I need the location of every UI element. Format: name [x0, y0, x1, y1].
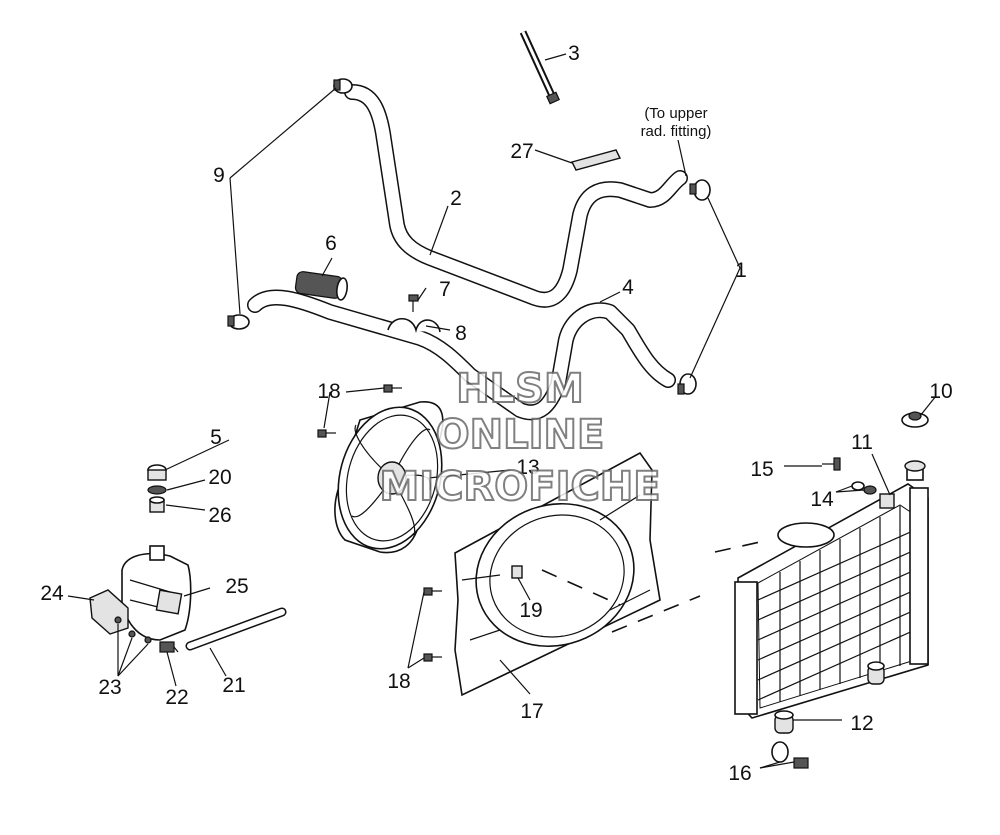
- part-23-screws: [114, 616, 152, 644]
- part-7-screw: [408, 294, 419, 312]
- part-2-upper-hose: [344, 84, 688, 308]
- part-15-screw: [822, 457, 841, 471]
- callout-11: 11: [851, 431, 873, 454]
- part-22-fitting: [159, 641, 179, 653]
- callout-22: 22: [165, 686, 188, 709]
- callout-14: 14: [810, 488, 834, 511]
- part-3-bolt: [519, 30, 560, 105]
- callout-7: 7: [439, 278, 451, 301]
- leader-lines: [67, 53, 937, 769]
- callout-3: 3: [568, 42, 580, 65]
- callout-4: 4: [622, 276, 634, 299]
- callout-10: 10: [929, 380, 952, 403]
- alignment-line-mid: [714, 541, 761, 553]
- part-1-clamps: [677, 179, 711, 395]
- callout-27: 27: [510, 140, 533, 163]
- upper-fitting-note: (To upper rad. fitting): [641, 105, 712, 140]
- callout-2: 2: [450, 187, 462, 210]
- callout-13: 13: [516, 456, 539, 479]
- part-11-radiator: [734, 483, 929, 719]
- note-line-2: rad. fitting): [641, 123, 712, 140]
- part-9-clamps: [227, 78, 353, 330]
- callout-23: 23: [98, 676, 121, 699]
- part-18-bolts-lower: [423, 587, 442, 662]
- watermark-line-3: MICROFICHE: [379, 464, 660, 510]
- alignment-line-upper: [541, 569, 621, 606]
- callout-1: 1: [735, 259, 747, 282]
- callout-26: 26: [208, 504, 231, 527]
- radiator-fins: [757, 506, 916, 702]
- alignment-line-lower: [611, 595, 701, 633]
- callout-6: 6: [325, 232, 337, 255]
- callout-5: 5: [210, 426, 222, 449]
- callout-19: 19: [519, 599, 542, 622]
- part-21-tube: [185, 607, 287, 651]
- callout-25: 25: [225, 575, 248, 598]
- part-4-lower-hose: [247, 289, 676, 421]
- part-20-gasket: [147, 485, 167, 495]
- callout-9: 9: [213, 164, 225, 187]
- part-12-grommets: [774, 661, 885, 734]
- callout-18-lower: 18: [387, 670, 410, 693]
- callout-16: 16: [728, 762, 751, 785]
- callout-12: 12: [850, 712, 873, 735]
- watermark-line-2: ONLINE: [436, 412, 605, 458]
- part-8-bracket: [387, 317, 441, 334]
- part-13-fan: [334, 401, 444, 554]
- callout-8: 8: [455, 322, 467, 345]
- callout-17: 17: [520, 700, 543, 723]
- part-27-tag: [570, 149, 622, 171]
- note-line-1: (To upper: [644, 105, 707, 122]
- callout-18-upper: 18: [317, 380, 340, 403]
- part-25-reservoir: [121, 545, 192, 641]
- part-14-nut: [851, 481, 877, 495]
- part-6-sleeve: [294, 271, 348, 301]
- part-26-adapter: [149, 496, 165, 513]
- part-5-cap: [147, 464, 167, 481]
- callout-15: 15: [750, 458, 773, 481]
- callout-24: 24: [40, 582, 64, 605]
- watermark: HLSM ONLINE MICROFICHE: [378, 365, 661, 511]
- watermark-line-1: HLSM: [456, 366, 584, 412]
- callout-labels: 1 2 3 4 5 6 7 8 9 10 11 12 13 14 15 16 1…: [40, 42, 952, 785]
- callout-20: 20: [208, 466, 231, 489]
- callout-21: 21: [222, 674, 245, 697]
- part-10-radiator-cap: [901, 411, 929, 481]
- part-16-drain: [771, 741, 809, 769]
